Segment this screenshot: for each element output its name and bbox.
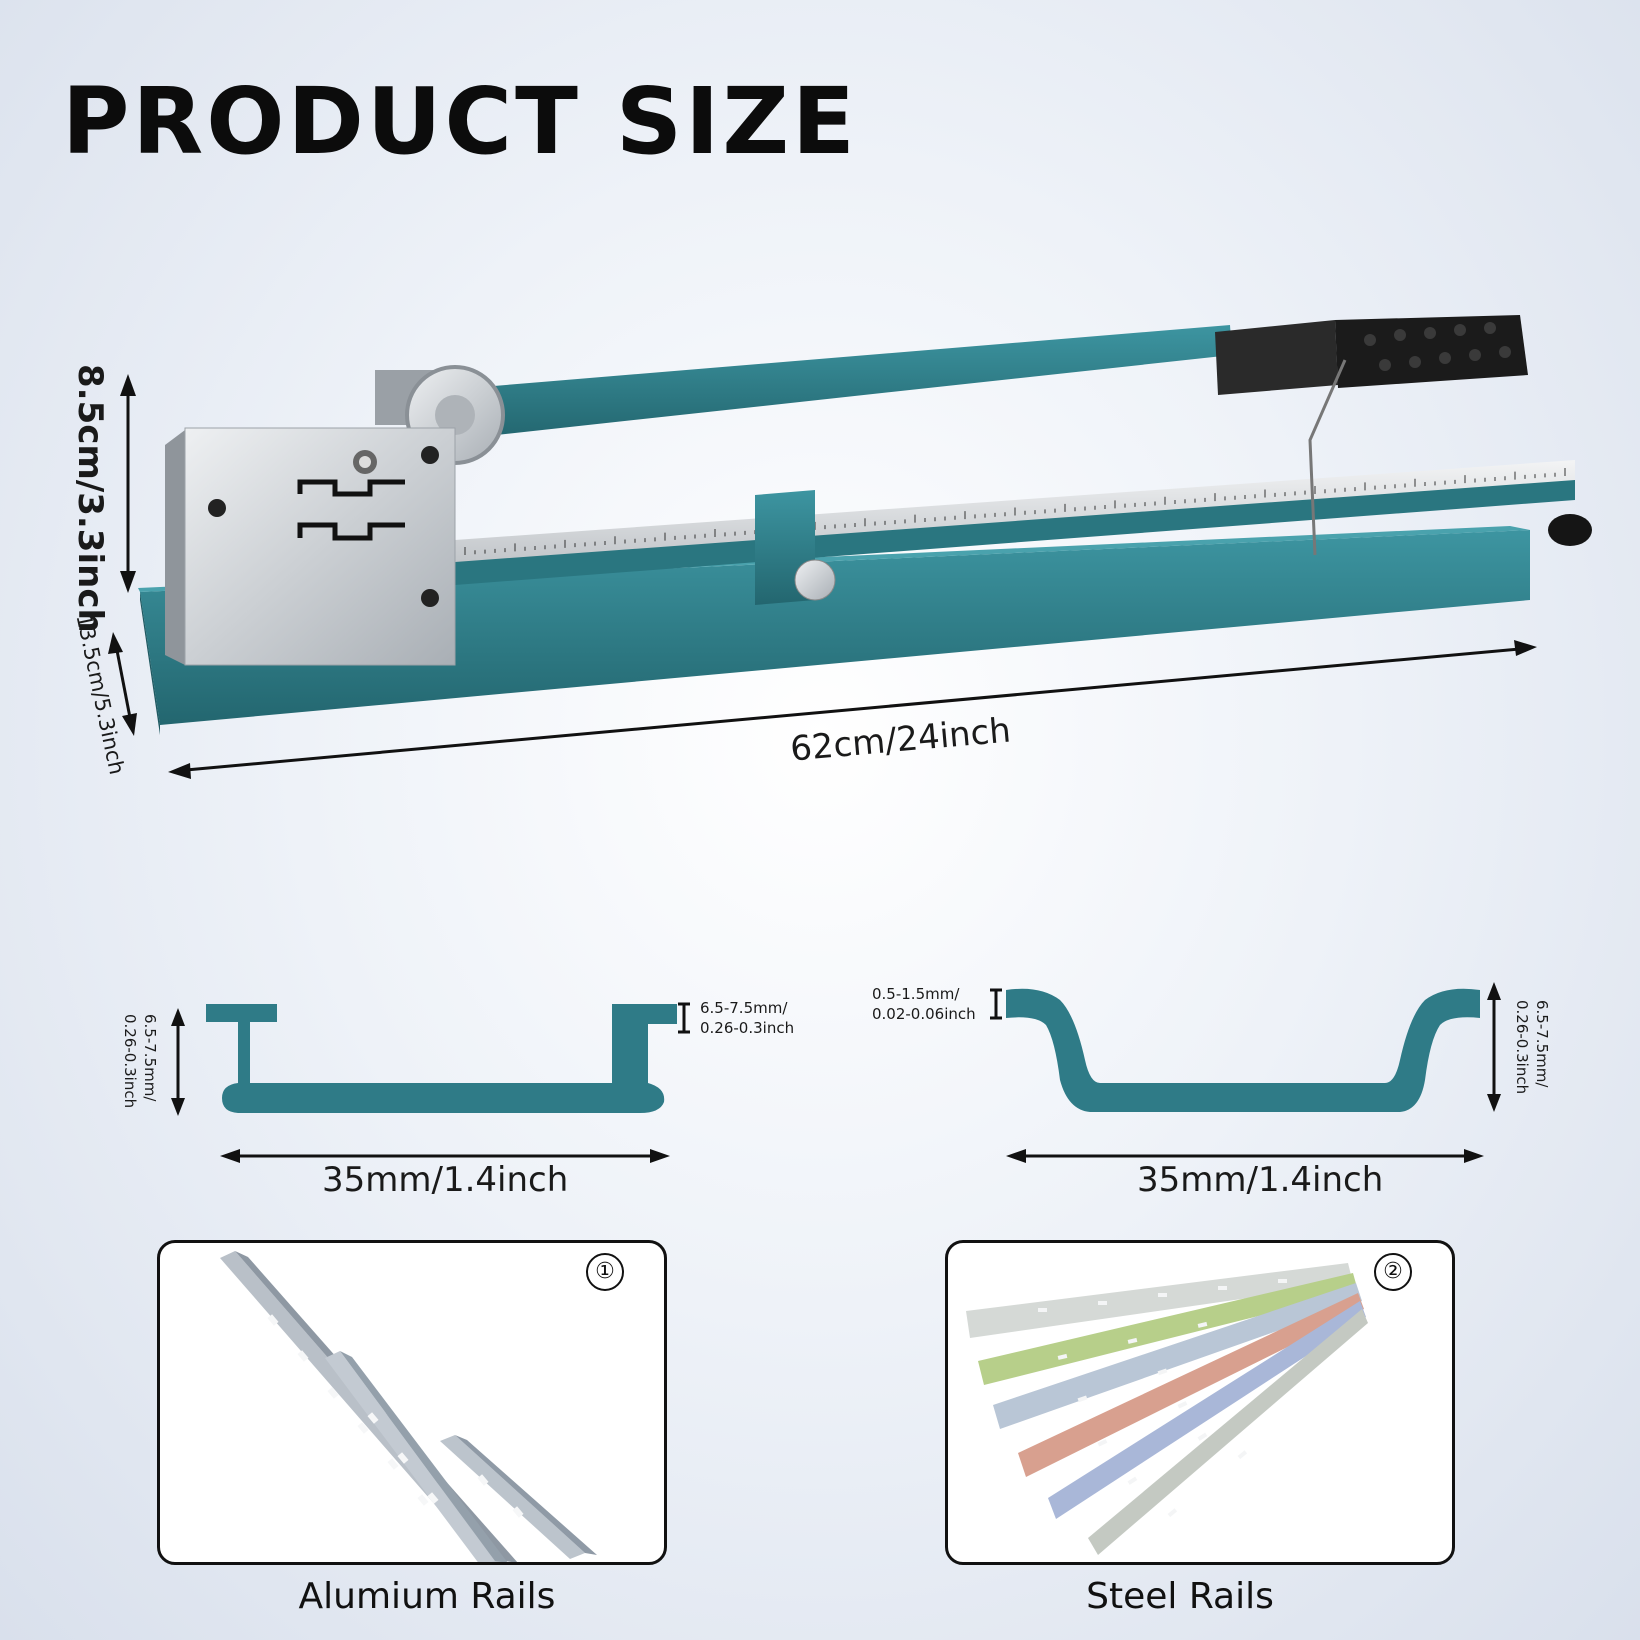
- steel-rails-card: ②: [945, 1240, 1455, 1565]
- steel-rails-label: Steel Rails: [1086, 1576, 1274, 1617]
- measuring-ruler: [455, 460, 1575, 585]
- pivot-wheel: [375, 365, 505, 465]
- circled-number-icon: ②: [1374, 1253, 1412, 1291]
- circled-number-icon: ①: [586, 1253, 624, 1291]
- steel-profile-width-label: 35mm/1.4inch: [1137, 1160, 1384, 1200]
- rail-profiles: [171, 982, 1501, 1163]
- aluminium-profile-width-label: 35mm/1.4inch: [322, 1160, 569, 1200]
- aluminium-rails-card: ①: [157, 1240, 667, 1565]
- rubber-foot: [1548, 514, 1592, 546]
- page-title: PRODUCT SIZE: [62, 68, 858, 175]
- din-rail-cutter-illustration: [108, 315, 1592, 779]
- steel-profile-thickness-label: 0.5-1.5mm/ 0.02-0.06inch: [872, 985, 976, 1023]
- cutting-head: [165, 427, 456, 666]
- aluminium-profile-lip-label: 6.5-7.5mm/ 0.26-0.3inch: [700, 999, 795, 1037]
- aluminium-rails-image: [220, 1251, 597, 1562]
- aluminium-rail-profile: [206, 1004, 677, 1113]
- steel-rail-profile: [1006, 988, 1480, 1112]
- aluminium-profile-height-label: 6.5-7.5mm/ 0.26-0.3inch: [121, 1014, 159, 1109]
- length-stop-slider: [755, 490, 836, 605]
- steel-rails-image: [966, 1263, 1368, 1555]
- dimension-arrows: [108, 374, 1537, 779]
- aluminium-rails-label: Alumium Rails: [298, 1576, 556, 1617]
- steel-profile-height-label: 6.5-7.5mm/ 0.26-0.3inch: [1513, 1000, 1551, 1095]
- lever-handle: [445, 315, 1528, 556]
